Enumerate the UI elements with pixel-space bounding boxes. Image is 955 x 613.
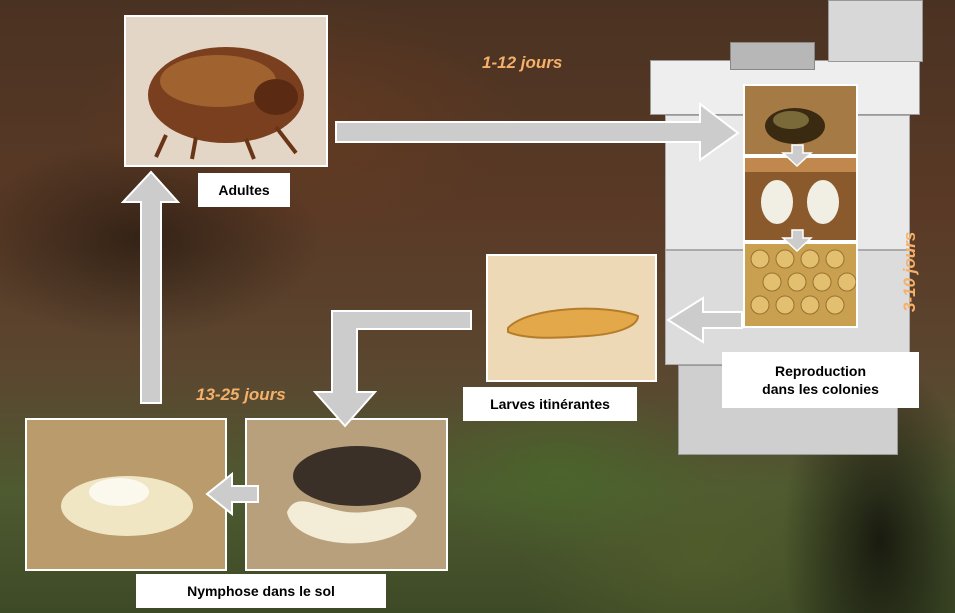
duration-soil: 13-25 jours [196,385,286,405]
label-larvae-text: Larves itinérantes [490,395,610,413]
label-reproduction: Reproduction dans les colonies [722,352,919,408]
arrow-larvae-to-soil [315,311,471,426]
arrow-hive-step-1 [783,145,811,166]
arrow-hive-step-2 [783,230,811,251]
label-adults-text: Adultes [218,181,269,199]
label-pupation-text: Nymphose dans le sol [187,582,335,600]
arrow-hive-to-larvae [668,298,742,342]
label-reproduction-line2: dans les colonies [762,380,879,398]
label-pupation: Nymphose dans le sol [136,574,386,608]
label-reproduction-line1: Reproduction [775,362,866,380]
arrow-adults-to-hive [336,104,738,160]
label-larvae: Larves itinérantes [463,387,637,421]
arrow-prepupa-to-pupa [207,474,258,514]
label-adults: Adultes [198,173,290,207]
duration-adults-to-hive: 1-12 jours [482,53,562,73]
arrow-pupa-to-adults [123,172,178,403]
duration-hive: 3-10 jours [900,232,920,312]
